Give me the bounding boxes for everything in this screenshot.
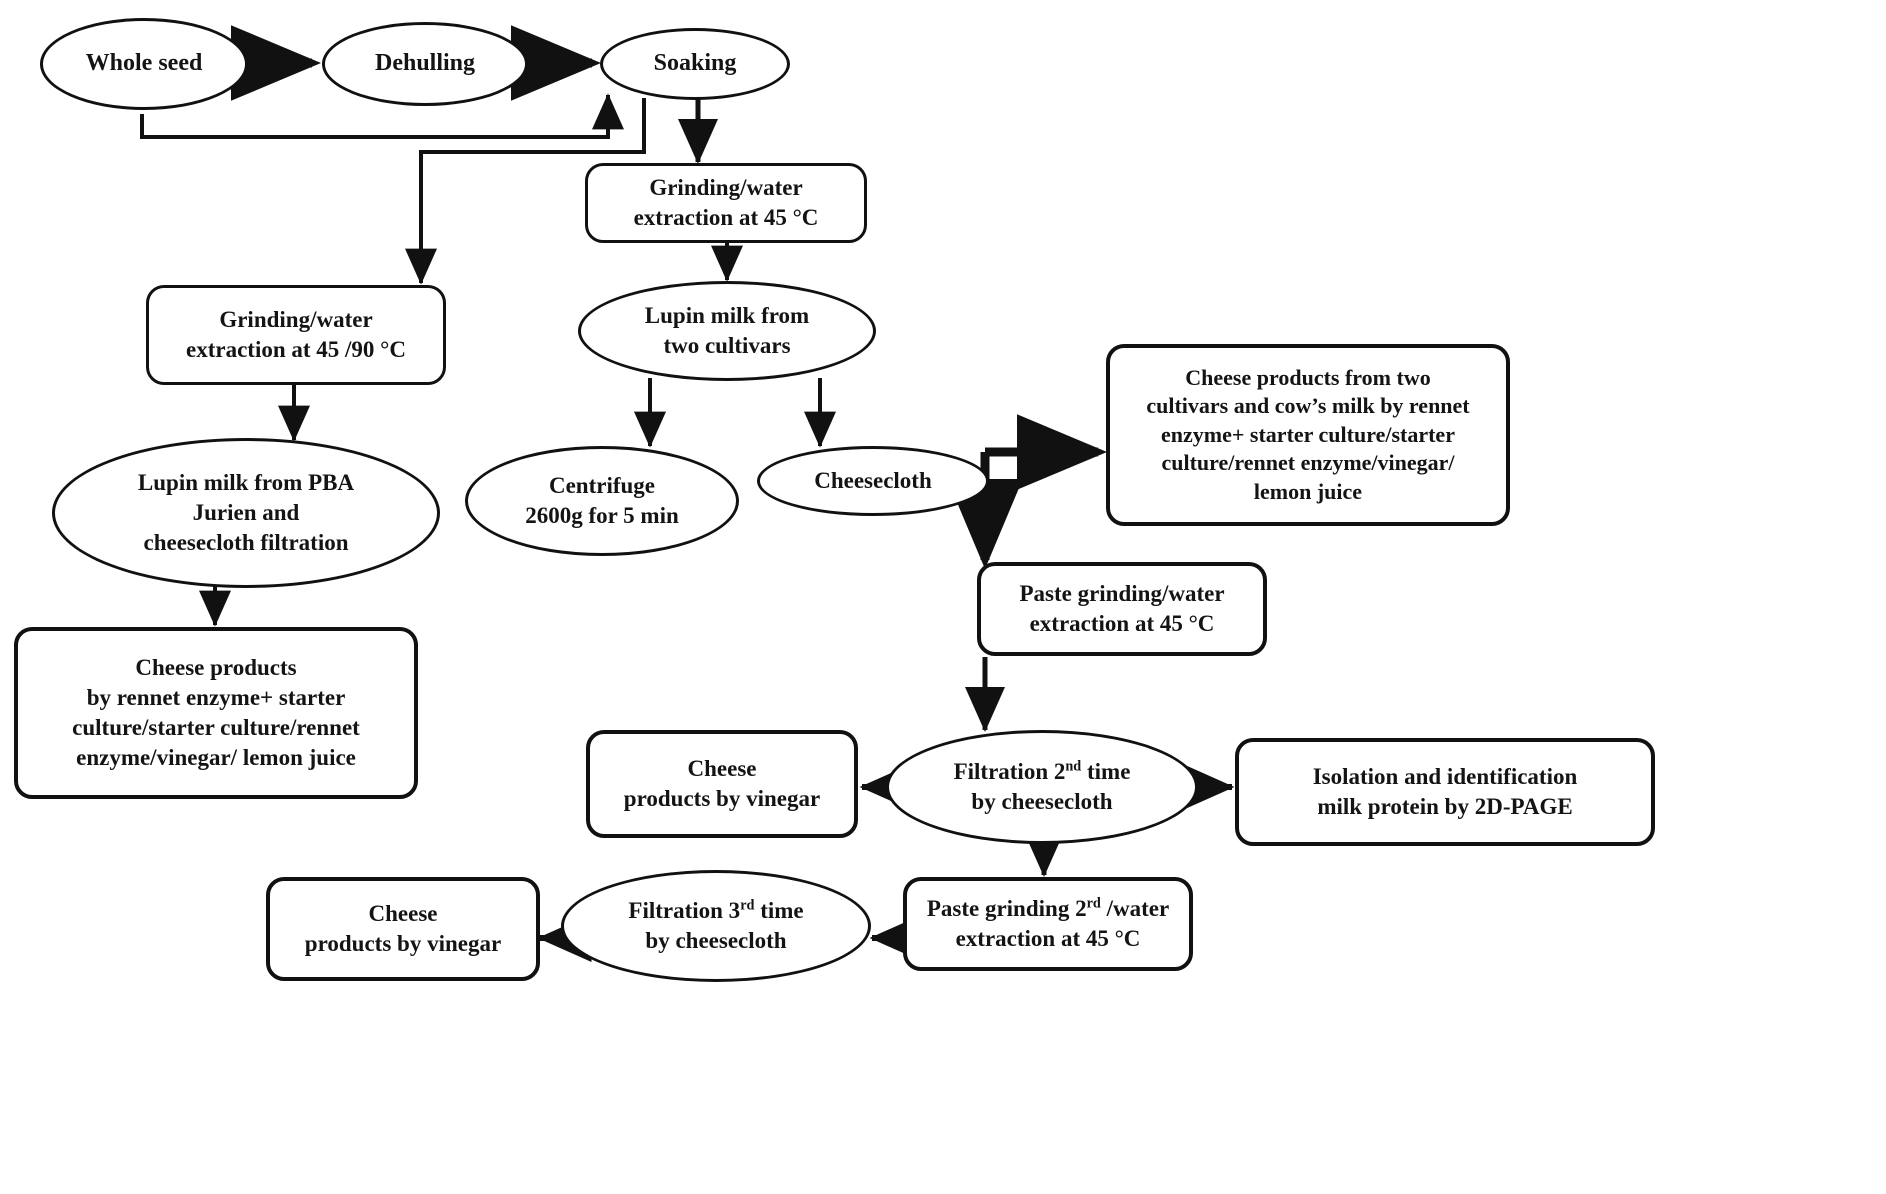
node-grinding-45-90-line2: extraction at 45 /90 °C bbox=[186, 337, 406, 362]
ordinal-suffix-rd-3: rd bbox=[740, 897, 755, 914]
node-cheese-products-pba-line2: by rennet enzyme+ starter bbox=[86, 685, 346, 711]
node-paste-grinding-2-line1: Paste grinding 2rd /water bbox=[926, 895, 1170, 922]
node-cheese-vinegar-2[interactable]: Cheese products by vinegar bbox=[266, 877, 540, 981]
node-cheese-vinegar-2-line1: Cheese bbox=[368, 901, 438, 927]
node-paste-grinding-1[interactable]: Paste grinding/water extraction at 45 °C bbox=[977, 562, 1267, 656]
node-cheese-products-two-line2: cultivars and cow’s milk by rennet bbox=[1146, 393, 1470, 419]
node-soaking[interactable]: Soaking bbox=[600, 28, 790, 100]
node-lupin-milk-two-line1: Lupin milk from bbox=[644, 303, 810, 329]
node-centrifuge-line1: Centrifuge bbox=[548, 473, 656, 499]
ordinal-suffix-rd-2: rd bbox=[1086, 895, 1101, 912]
node-isolation-line1: Isolation and identification bbox=[1312, 764, 1578, 790]
node-filtration-3rd-line1: Filtration 3rd time bbox=[628, 897, 804, 924]
node-cheese-vinegar-2-line2: products by vinegar bbox=[304, 931, 502, 956]
node-dehulling-label: Dehulling bbox=[374, 50, 476, 77]
node-paste-grinding-2-line2: extraction at 45 °C bbox=[955, 926, 1141, 951]
node-centrifuge-line2: 2600g for 5 min bbox=[525, 503, 679, 528]
node-lupin-milk-pba-jurien[interactable]: Lupin milk from PBA Jurien and cheeseclo… bbox=[52, 438, 440, 588]
node-isolation-2d-page[interactable]: Isolation and identification milk protei… bbox=[1235, 738, 1655, 846]
node-cheese-products-two-cultivars[interactable]: Cheese products from two cultivars and c… bbox=[1106, 344, 1510, 526]
node-centrifuge[interactable]: Centrifuge 2600g for 5 min bbox=[465, 446, 739, 556]
node-cheese-products-pba-line3: culture/starter culture/rennet bbox=[72, 715, 360, 740]
node-lupin-milk-pba-line1: Lupin milk from PBA bbox=[137, 470, 355, 496]
node-cheese-products-pba[interactable]: Cheese products by rennet enzyme+ starte… bbox=[14, 627, 418, 799]
node-whole-seed-label: Whole seed bbox=[85, 50, 203, 77]
node-cheesecloth-label: Cheesecloth bbox=[814, 468, 932, 494]
node-cheesecloth[interactable]: Cheesecloth bbox=[757, 446, 989, 516]
node-whole-seed[interactable]: Whole seed bbox=[40, 18, 248, 110]
node-cheese-products-two-line1: Cheese products from two bbox=[1185, 364, 1431, 390]
node-lupin-milk-pba-line3: cheesecloth filtration bbox=[143, 529, 349, 555]
node-lupin-milk-two-cultivars[interactable]: Lupin milk from two cultivars bbox=[578, 281, 876, 381]
node-filtration-2nd-line2: by cheesecloth bbox=[971, 789, 1113, 814]
node-cheese-products-pba-line1: Cheese products bbox=[135, 655, 297, 681]
node-filtration-3rd-line2: by cheesecloth bbox=[645, 928, 787, 953]
node-soaking-label: Soaking bbox=[653, 50, 737, 77]
node-filtration-2nd[interactable]: Filtration 2nd time by cheesecloth bbox=[886, 730, 1198, 844]
node-isolation-line2: milk protein by 2D-PAGE bbox=[1317, 794, 1573, 819]
node-cheese-products-two-line3: enzyme+ starter culture/starter bbox=[1161, 421, 1455, 447]
node-cheese-vinegar-1-line2: products by vinegar bbox=[623, 786, 821, 811]
node-grinding-45-90-line1: Grinding/water bbox=[219, 307, 373, 333]
node-grinding-45-line2: extraction at 45 °C bbox=[633, 205, 819, 230]
node-lupin-milk-pba-line2: Jurien and bbox=[192, 500, 300, 526]
node-paste-grinding-1-line1: Paste grinding/water bbox=[1019, 581, 1225, 607]
ordinal-suffix-nd: nd bbox=[1065, 758, 1082, 775]
node-cheese-products-two-line5: lemon juice bbox=[1253, 478, 1363, 504]
node-cheese-vinegar-1[interactable]: Cheese products by vinegar bbox=[586, 730, 858, 838]
node-lupin-milk-two-line2: two cultivars bbox=[663, 333, 791, 358]
edge-wholeseed-recycle-soaking bbox=[140, 93, 624, 139]
node-dehulling[interactable]: Dehulling bbox=[322, 22, 528, 106]
node-filtration-3rd[interactable]: Filtration 3rd time by cheesecloth bbox=[561, 870, 871, 982]
node-cheese-vinegar-1-line1: Cheese bbox=[687, 756, 757, 782]
node-cheese-products-two-line4: culture/rennet enzyme/vinegar/ bbox=[1161, 450, 1455, 476]
node-grinding-45-90[interactable]: Grinding/water extraction at 45 /90 °C bbox=[146, 285, 446, 385]
node-cheese-products-pba-line4: enzyme/vinegar/ lemon juice bbox=[76, 744, 356, 770]
node-paste-grinding-2[interactable]: Paste grinding 2rd /water extraction at … bbox=[903, 877, 1193, 971]
node-grinding-45[interactable]: Grinding/water extraction at 45 °C bbox=[585, 163, 867, 243]
node-paste-grinding-1-line2: extraction at 45 °C bbox=[1029, 611, 1215, 636]
node-grinding-45-line1: Grinding/water bbox=[649, 175, 803, 201]
node-filtration-2nd-line1: Filtration 2nd time bbox=[953, 758, 1131, 785]
